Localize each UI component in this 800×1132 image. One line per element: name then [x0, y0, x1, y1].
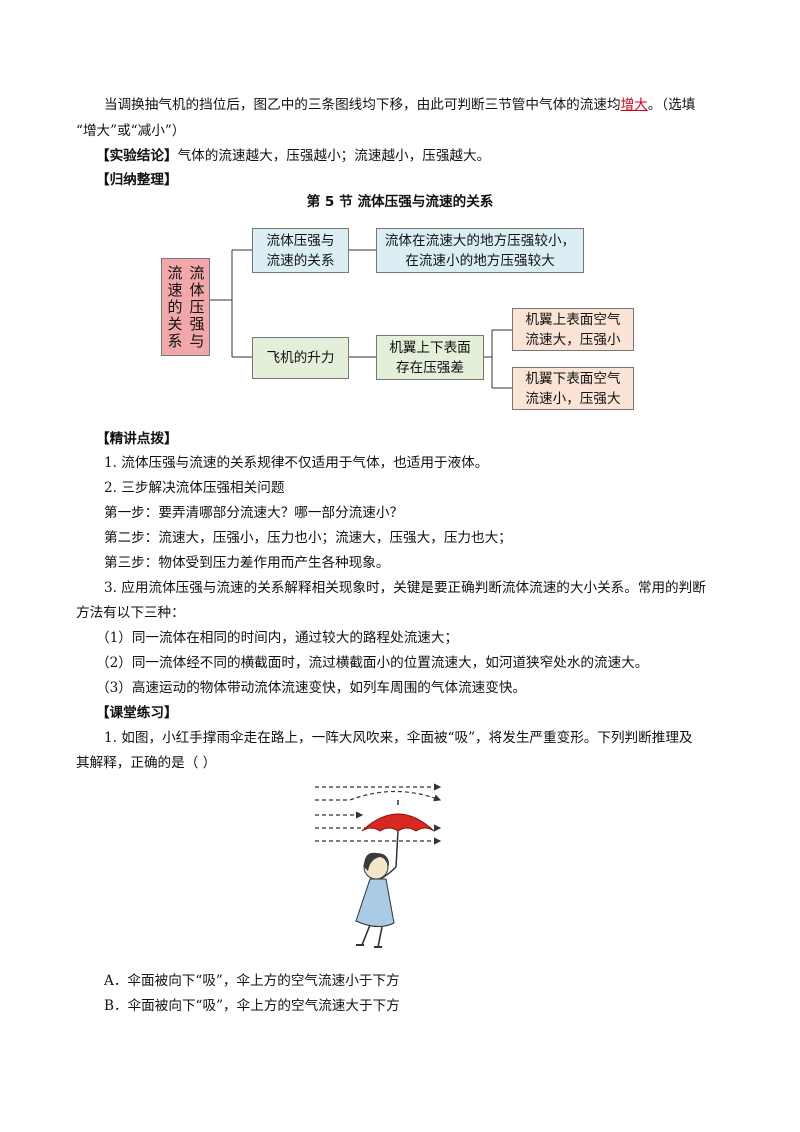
- leaf-node-lower-wing: 机翼下表面空气 流速小，压强大: [512, 367, 634, 410]
- root-node-col-2: 流体压强与: [187, 264, 206, 350]
- summary-label: 【归纳整理】: [96, 172, 178, 188]
- option-a: A．伞面被向下“吸”，伞上方的空气流速小于下方: [104, 973, 400, 989]
- tip-3-line-1: 3. 应用流体压强与流速的关系解释相关现象时，关键是要正确判断流体流速的大小关系…: [104, 580, 706, 596]
- method-2: （2）同一流体经不同的横截面时，流过横截面小的位置流速大，如河道狭窄处水的流速大…: [96, 655, 649, 671]
- branch-1-line-2: 流速的关系: [266, 252, 335, 269]
- detail-1-line-1: 流体在流速大的地方压强较小，: [384, 232, 576, 249]
- detail-2-line-2: 存在压强差: [396, 359, 464, 376]
- method-3: （3）高速运动的物体带动流体流速变快，如列车周围的气体流速变快。: [96, 680, 527, 696]
- step-3: 第三步：物体受到压力差作用而产生各种现象。: [104, 555, 390, 571]
- intro-text: 当调换抽气机的挡位后，图乙中的三条图线均下移，由此可判断三节管中气体的流速均: [104, 97, 621, 113]
- tip-3-line-2: 方法有以下三种：: [76, 605, 185, 621]
- tips-label: 【精讲点拨】: [96, 431, 178, 447]
- girl-umbrella-illustration: [315, 783, 442, 948]
- step-1: 第一步：要弄清哪部分流速大？哪一部分流速小？: [104, 505, 404, 521]
- detail-node-wing-pressure-difference: 机翼上下表面 存在压强差: [376, 335, 484, 380]
- section-title: 第 5 节 流体压强与流速的关系: [306, 194, 494, 210]
- branch-2-label: 飞机的升力: [266, 350, 335, 366]
- detail-1-line-2: 在流速小的地方压强较大: [405, 252, 555, 269]
- concept-map-connectors: [210, 249, 512, 389]
- intro-text-tail: 。（选填: [647, 97, 696, 113]
- leaf-bottom-line-1: 机翼下表面空气: [525, 370, 621, 387]
- question-1-line-1: 1. 如图，小红手撑雨伞走在路上，一阵大风吹来，伞面被“吸”，将发生严重变形。下…: [104, 730, 693, 746]
- root-node-col-1: 流速的关系: [165, 264, 184, 350]
- root-node: 流体压强与 流速的关系: [161, 258, 210, 356]
- detail-node-pressure-rule: 流体在流速大的地方压强较小， 在流速小的地方压强较大: [376, 228, 584, 273]
- tip-1: 1. 流体压强与流速的关系规律不仅适用于气体，也适用于液体。: [104, 455, 489, 471]
- intro-line-2: “增大”或“减小”）: [76, 123, 186, 139]
- leaf-top-line-2: 流速大，压强小: [525, 331, 621, 348]
- answer-fill: 增大: [620, 97, 648, 113]
- conclusion-line: 【实验结论】气体的流速越大，压强越小；流速越小，压强越大。: [96, 146, 490, 166]
- practice-label: 【课堂练习】: [96, 705, 178, 721]
- leaf-top-line-1: 机翼上表面空气: [525, 311, 621, 328]
- detail-2-line-1: 机翼上下表面: [389, 339, 471, 356]
- leaf-bottom-line-2: 流速小，压强大: [525, 390, 621, 407]
- branch-1-line-1: 流体压强与: [266, 232, 335, 249]
- question-1-line-2: 其解释，正确的是（ ）: [76, 755, 217, 771]
- tip-2: 2. 三步解决流体压强相关问题: [104, 480, 285, 496]
- method-1: （1）同一流体在相同的时间内，通过较大的路程处流速大；: [96, 630, 459, 646]
- option-b: B．伞面被向下“吸”，伞上方的空气流速大于下方: [104, 998, 400, 1014]
- branch-node-pressure-speed: 流体压强与 流速的关系: [252, 228, 349, 273]
- conclusion-label: 【实验结论】: [96, 148, 178, 164]
- intro-line-1: 当调换抽气机的挡位后，图乙中的三条图线均下移，由此可判断三节管中气体的流速均增大…: [104, 95, 695, 115]
- conclusion-text: 气体的流速越大，压强越小；流速越小，压强越大。: [177, 148, 491, 164]
- leaf-node-upper-wing: 机翼上表面空气 流速大，压强小: [512, 308, 634, 351]
- step-2: 第二步：流速大，压强小，压力也小；流速大，压强大，压力也大；: [104, 530, 512, 546]
- branch-node-lift: 飞机的升力: [252, 337, 349, 379]
